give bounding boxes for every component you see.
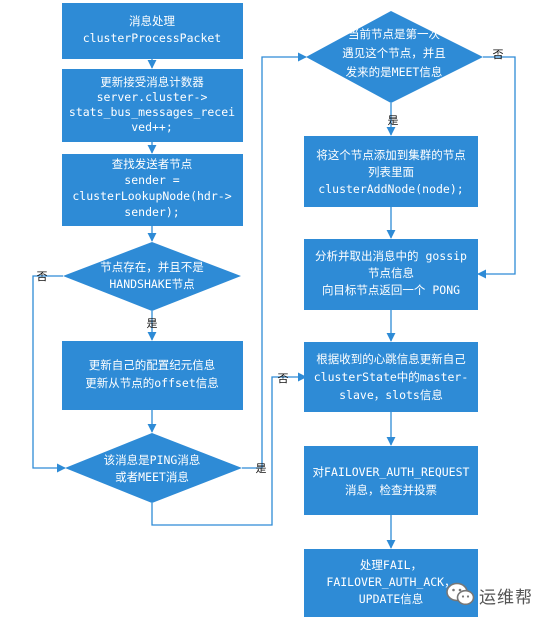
node-message-handling: 消息处理 clusterProcessPacket (62, 3, 243, 59)
svg-text:查找发送者节点: 查找发送者节点 (112, 157, 193, 171)
svg-text:遇见这个节点，并且: 遇见这个节点，并且 (342, 46, 446, 60)
svg-text:clusterLookupNode(hdr->: clusterLookupNode(hdr-> (72, 189, 231, 203)
svg-text:更新接受消息计数器: 更新接受消息计数器 (100, 75, 204, 89)
svg-text:节点信息: 节点信息 (368, 266, 414, 280)
node-update-cluster-state: 根据收到的心跳信息更新自己 clusterState中的master- slav… (304, 342, 478, 412)
svg-text:clusterProcessPacket: clusterProcessPacket (83, 31, 221, 45)
svg-text:列表里面: 列表里面 (368, 165, 414, 179)
svg-text:或者MEET消息: 或者MEET消息 (115, 470, 189, 484)
svg-text:消息，检查并投票: 消息，检查并投票 (345, 483, 437, 497)
decision-node-exists-not-handshake: 节点存在，并且不是 HANDSHAKE节点 (63, 242, 241, 311)
edges (32, 52, 516, 549)
node-gossip-reply-pong: 分析并取出消息中的 gossip 节点信息 向目标节点返回一个 PONG (304, 239, 478, 310)
edge-label-d1-yes: 是 (147, 317, 158, 330)
edge-label-to-r3-no: 否 (278, 372, 289, 385)
svg-text:ved++;: ved++; (131, 120, 173, 134)
watermark: 运维帮 (446, 578, 542, 610)
edge-labels: 否 是 是 否 是 否 (37, 48, 504, 475)
decision-ping-or-meet: 该消息是PING消息 或者MEET消息 (65, 433, 242, 503)
wechat-icon (446, 582, 475, 606)
svg-text:根据收到的心跳信息更新自己: 根据收到的心跳信息更新自己 (316, 352, 466, 366)
svg-text:clusterAddNode(node);: clusterAddNode(node); (318, 182, 463, 196)
svg-text:FAILOVER_AUTH_ACK，: FAILOVER_AUTH_ACK， (326, 575, 455, 589)
edge-label-d2-yes: 是 (256, 462, 267, 475)
node-update-epoch-offset: 更新自己的配置纪元信息 更新从节点的offset信息 (62, 341, 243, 410)
svg-text:分析并取出消息中的 gossip: 分析并取出消息中的 gossip (315, 249, 467, 263)
svg-text:将这个节点添加到集群的节点: 将这个节点添加到集群的节点 (316, 148, 466, 162)
svg-text:clusterState中的master-: clusterState中的master- (314, 370, 469, 384)
svg-text:更新从节点的offset信息: 更新从节点的offset信息 (85, 376, 219, 390)
edge-d1-no-d2 (32, 275, 66, 473)
svg-text:节点存在，并且不是: 节点存在，并且不是 (100, 260, 204, 274)
edge-d3-no-r2 (477, 56, 516, 279)
svg-text:sender);: sender); (124, 205, 179, 219)
node-handle-fail: 处理FAIL， FAILOVER_AUTH_ACK， UPDATE信息 (304, 549, 478, 617)
edge-label-d1-no: 否 (37, 270, 48, 283)
svg-text:该消息是PING消息: 该消息是PING消息 (104, 453, 201, 467)
svg-text:向目标节点返回一个 PONG: 向目标节点返回一个 PONG (322, 283, 460, 297)
node-lookup-sender: 查找发送者节点 sender = clusterLookupNode(hdr->… (62, 154, 243, 226)
node-failover-auth-request: 对FAILOVER_AUTH_REQUEST 消息，检查并投票 (304, 446, 478, 515)
svg-text:发来的是MEET信息: 发来的是MEET信息 (346, 65, 443, 79)
svg-text:slave，slots信息: slave，slots信息 (339, 388, 443, 402)
svg-text:stats_bus_messages_recei: stats_bus_messages_recei (69, 105, 235, 119)
decision-first-meet: 当前节点是第一次 遇见这个节点，并且 发来的是MEET信息 (306, 11, 483, 103)
edge-d2-no-r3 (151, 372, 307, 526)
svg-text:sender =: sender = (124, 173, 179, 187)
edge-label-d3-no: 否 (493, 48, 504, 61)
node-add-to-cluster: 将这个节点添加到集群的节点 列表里面 clusterAddNode(node); (304, 136, 478, 207)
svg-text:server.cluster->: server.cluster-> (97, 90, 208, 104)
watermark-text: 运维帮 (479, 588, 533, 608)
svg-text:消息处理: 消息处理 (129, 14, 175, 28)
svg-text:HANDSHAKE节点: HANDSHAKE节点 (109, 277, 194, 291)
node-update-receive-counter: 更新接受消息计数器 server.cluster-> stats_bus_mes… (62, 69, 243, 142)
edge-d2-yes-d3 (242, 52, 307, 469)
svg-text:UPDATE信息: UPDATE信息 (359, 592, 424, 606)
svg-text:处理FAIL，: 处理FAIL， (360, 558, 422, 572)
svg-text:更新自己的配置纪元信息: 更新自己的配置纪元信息 (89, 358, 216, 372)
svg-text:当前节点是第一次: 当前节点是第一次 (348, 27, 440, 41)
svg-text:对FAILOVER_AUTH_REQUEST: 对FAILOVER_AUTH_REQUEST (313, 465, 470, 479)
edge-label-d3-yes: 是 (388, 114, 399, 127)
